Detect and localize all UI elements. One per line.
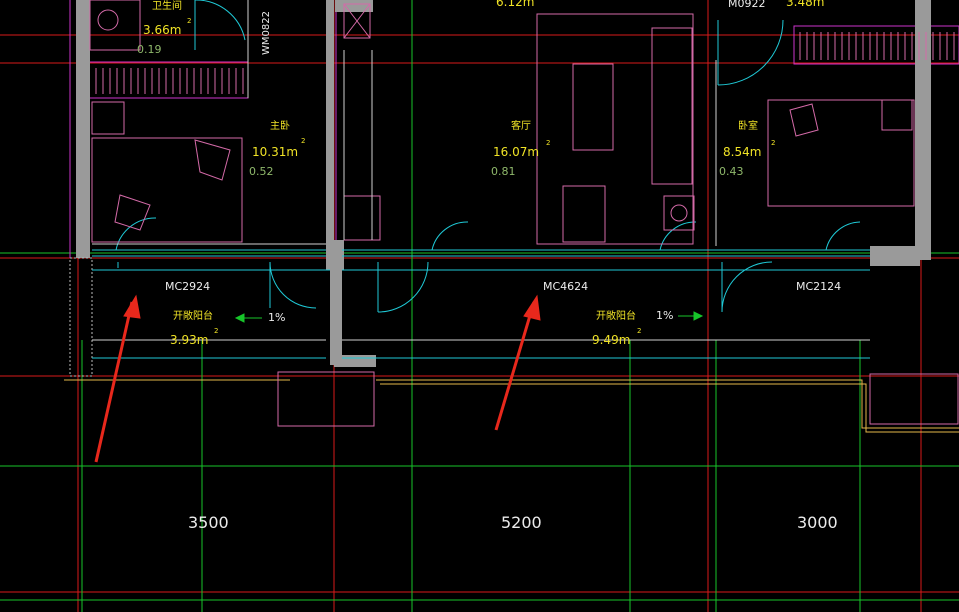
room-area-living-room: 16.07m — [493, 145, 540, 159]
annotation-arrow — [494, 301, 536, 431]
door-swing — [269, 261, 317, 309]
top-cut-door-label: M0922 — [728, 0, 766, 10]
wall — [334, 355, 376, 367]
room-name-bathroom: 卫生间 — [152, 1, 182, 12]
room-lines — [92, 0, 870, 341]
wardrobe-slats — [95, 32, 955, 94]
bed — [91, 137, 243, 243]
room-area-sup: 2 — [771, 139, 776, 147]
room-area-sup: 2 — [187, 17, 192, 25]
hatched-wall — [69, 257, 93, 377]
arrow-head-icon — [123, 294, 141, 319]
window-swing — [115, 217, 157, 251]
dimension-label: 3500 — [188, 513, 229, 532]
door-swing — [721, 261, 773, 313]
slope-label-left: 1% — [268, 311, 286, 324]
door-swing — [717, 19, 784, 86]
edge-line — [380, 383, 959, 433]
room-name-balcony-left: 开敞阳台 — [173, 311, 213, 322]
wall — [76, 0, 90, 258]
wall — [870, 246, 920, 266]
room-ratio-master-bedroom: 0.52 — [249, 165, 274, 178]
room-area-balcony-left: 3.93m — [170, 333, 209, 347]
side-table — [663, 195, 695, 231]
slope-label-right: 1% — [656, 309, 674, 322]
annotation-arrow — [94, 301, 134, 463]
bed — [767, 99, 915, 207]
wall — [335, 0, 373, 12]
cabinet — [343, 3, 371, 39]
balcony-edge — [64, 379, 959, 433]
furniture — [89, 0, 959, 427]
door-code-right: MC2124 — [796, 280, 842, 293]
bathtub — [89, 0, 141, 51]
room-area-master-bedroom: 10.31m — [252, 145, 299, 159]
ac-unit-left — [277, 371, 375, 427]
ac-unit-right — [869, 373, 959, 425]
door-code-middle: MC4624 — [543, 280, 589, 293]
plant-stand — [343, 195, 381, 241]
pillow — [194, 139, 231, 181]
room-area-bedroom: 8.54m — [723, 145, 762, 159]
dimension-label: 5200 — [501, 513, 542, 532]
arrow-head-icon — [523, 294, 541, 321]
armchair — [562, 185, 606, 243]
wardrobe-outline — [793, 25, 959, 65]
dimension-label: 3000 — [797, 513, 838, 532]
slope-arrows — [234, 311, 704, 323]
room-area-sup: 2 — [301, 137, 306, 145]
window-swing — [659, 221, 697, 251]
door-code-vertical: WM0822 — [261, 11, 272, 55]
room-name-master-bedroom: 主卧 — [270, 121, 290, 132]
blanket-fold — [114, 194, 151, 231]
lamp — [670, 204, 688, 222]
room-ratio-bedroom: 0.43 — [719, 165, 744, 178]
nightstand — [881, 99, 913, 131]
slope-arrow-icon — [234, 313, 245, 323]
wall — [330, 255, 342, 365]
slope-arrow-icon — [693, 311, 704, 321]
annotation-arrows — [94, 294, 541, 463]
room-area-sup: 2 — [546, 139, 551, 147]
room-area-sup: 2 — [637, 327, 642, 335]
room-name-living-room: 客厅 — [511, 121, 531, 132]
window-swing — [431, 221, 469, 251]
walls — [76, 0, 931, 367]
room-area-balcony-right: 9.49m — [592, 333, 631, 347]
edge-line — [376, 379, 959, 429]
door-code-left: MC2924 — [165, 280, 211, 293]
room-name-bedroom: 卧室 — [738, 121, 758, 132]
coffee-table — [572, 63, 614, 151]
wall — [326, 0, 334, 248]
basin — [97, 9, 119, 31]
window-swing — [825, 221, 861, 251]
top-cut-label-left: 6.12m — [496, 0, 535, 9]
windows-doors — [92, 0, 870, 359]
wardrobe-outline — [87, 61, 249, 99]
pillow — [789, 103, 819, 137]
door-swing — [377, 261, 429, 313]
room-ratio-bathroom: 0.19 — [137, 43, 162, 56]
room-name-balcony-right: 开敞阳台 — [596, 311, 636, 322]
nightstand — [91, 101, 125, 135]
door-swing — [195, 0, 246, 41]
cabinet-x — [343, 3, 371, 39]
top-cut-label-right: 3.48m — [786, 0, 825, 9]
living-rug — [536, 13, 694, 245]
wall — [915, 0, 931, 260]
room-ratio-living-room: 0.81 — [491, 165, 516, 178]
room-area-sup: 2 — [214, 327, 219, 335]
sofa — [651, 27, 693, 185]
room-area-bathroom: 3.66m — [143, 23, 182, 37]
